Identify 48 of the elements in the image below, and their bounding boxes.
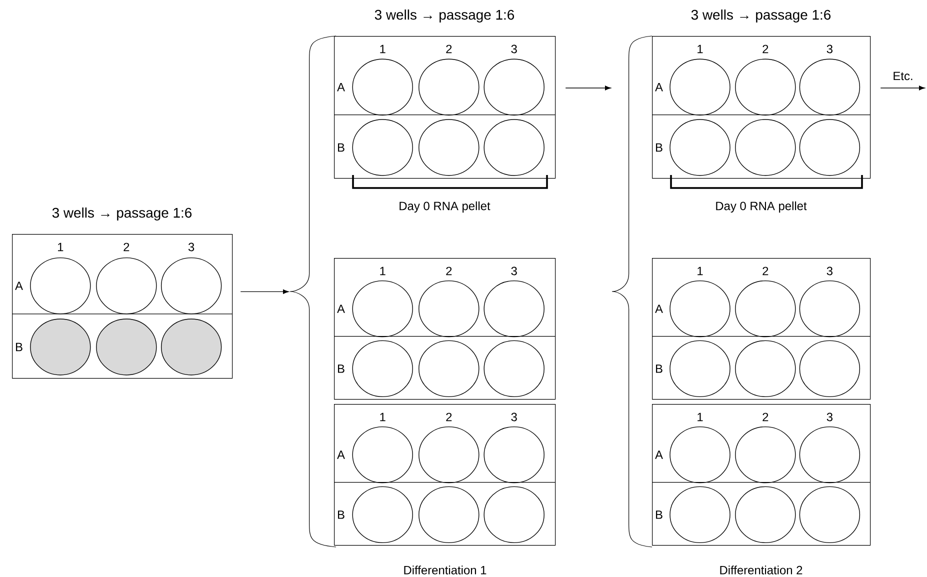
row-letter: A bbox=[337, 450, 345, 459]
column-number: 3 bbox=[826, 44, 832, 54]
column-number: 2 bbox=[762, 266, 768, 276]
row-letter: B bbox=[338, 510, 344, 519]
heading: 3 wells → passage 1:6 bbox=[52, 208, 192, 220]
column-number: 2 bbox=[762, 44, 768, 54]
arrow bbox=[240, 289, 289, 294]
column-number: 2 bbox=[762, 412, 768, 422]
column-number: 1 bbox=[380, 412, 386, 422]
heading: 3 wells → passage 1:6 bbox=[374, 10, 514, 22]
column-number: 3 bbox=[826, 266, 832, 276]
arrow bbox=[880, 86, 925, 90]
column-number: 1 bbox=[698, 412, 703, 422]
row-letter: A bbox=[337, 304, 345, 313]
column-number: 1 bbox=[698, 44, 703, 54]
row-letter: A bbox=[655, 450, 663, 459]
column-number: 2 bbox=[446, 44, 452, 54]
column-number: 3 bbox=[511, 44, 517, 54]
row-letter: A bbox=[655, 83, 663, 92]
column-caption: Differentiation 1 bbox=[404, 566, 486, 574]
column-number: 2 bbox=[124, 242, 130, 252]
column-number: 2 bbox=[446, 266, 452, 276]
column-number: 3 bbox=[511, 412, 517, 422]
column-caption: Differentiation 2 bbox=[720, 566, 802, 574]
row-letter: B bbox=[338, 364, 344, 373]
row-letter: B bbox=[338, 143, 344, 152]
column-number: 1 bbox=[380, 44, 386, 54]
arrow bbox=[565, 86, 611, 90]
column-number: 3 bbox=[511, 266, 517, 276]
column-number: 3 bbox=[188, 242, 194, 252]
row-letter: B bbox=[16, 342, 22, 352]
node-label: Day 0 RNA pellet bbox=[716, 201, 807, 213]
curly-brace bbox=[612, 36, 652, 548]
row-letter: B bbox=[656, 143, 662, 152]
row-letter: B bbox=[656, 364, 662, 373]
row-letter: A bbox=[337, 83, 345, 92]
column-number: 3 bbox=[826, 412, 832, 422]
column-number: 1 bbox=[58, 242, 64, 252]
row-letter: A bbox=[15, 282, 23, 290]
node-label: Day 0 RNA pellet bbox=[400, 201, 490, 213]
curly-brace bbox=[290, 36, 336, 548]
column-number: 1 bbox=[698, 266, 703, 276]
heading: 3 wells → passage 1:6 bbox=[691, 10, 831, 22]
row-letter: B bbox=[656, 510, 662, 519]
row-letter: A bbox=[655, 304, 663, 313]
column-number: 1 bbox=[380, 266, 386, 276]
column-number: 2 bbox=[446, 412, 452, 422]
edge-label: Etc. bbox=[892, 70, 914, 82]
